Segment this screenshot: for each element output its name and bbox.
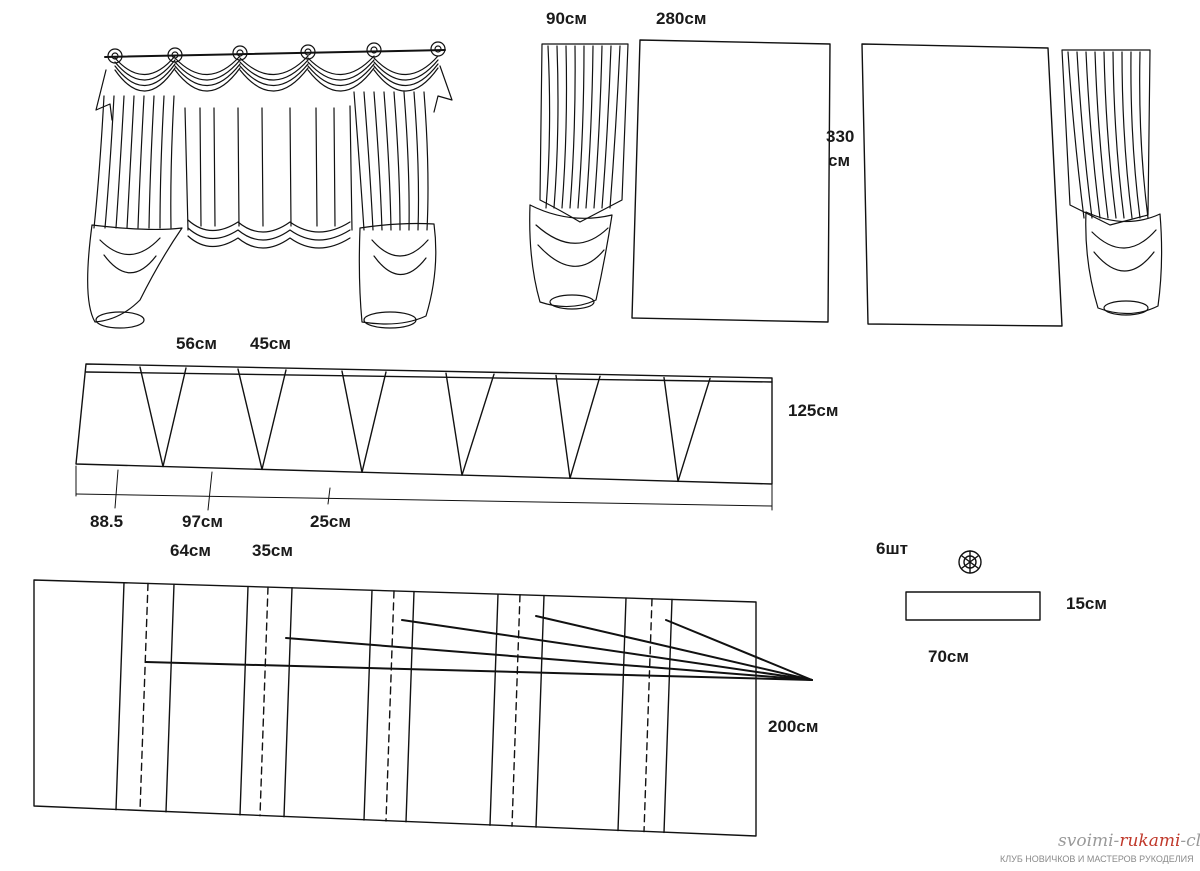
main-panel-rectangle-left — [631, 39, 831, 323]
side-panel-right — [1061, 49, 1163, 316]
label-swag-top-a: 56см — [176, 334, 217, 353]
label-pleat-top-a: 64см — [170, 541, 211, 560]
main-panel-rectangle-right — [861, 43, 1063, 327]
watermark-site-highlight: rukami — [1119, 831, 1180, 851]
label-swag-bottom-c: 25см — [310, 512, 351, 531]
swag-pattern — [75, 363, 773, 511]
svg-text:svoimi-rukami-club.ru: svoimi-rukami-club.ru — [1058, 831, 1200, 851]
watermark-site-prefix: svoimi- — [1058, 831, 1120, 851]
label-swag-height: 125см — [788, 401, 838, 420]
label-swag-bottom-b: 97см — [182, 512, 223, 531]
label-swag-bottom-a: 88.5 — [90, 512, 123, 531]
tieback-strip — [905, 591, 1041, 621]
label-pleat-top-b: 35см — [252, 541, 293, 560]
label-tieback-width: 70см — [928, 647, 969, 666]
side-panel-left — [529, 43, 629, 310]
label-side-panel-width: 90см — [546, 9, 587, 28]
watermark-site-suffix: -club.ru — [1180, 831, 1200, 851]
label-tieback-height: 15см — [1066, 594, 1107, 613]
site-watermark: svoimi-rukami-club.ru КЛУБ НОВИЧКОВ И МА… — [1000, 831, 1200, 864]
rosette-icon — [958, 550, 982, 574]
label-tieback-count: 6шт — [876, 539, 908, 558]
label-panel-height-unit: см — [828, 151, 850, 170]
label-pleat-height: 200см — [768, 717, 818, 736]
label-swag-top-b: 45см — [250, 334, 291, 353]
curtain-illustration — [87, 41, 453, 329]
pleated-panel-pattern — [33, 579, 813, 837]
watermark-tagline: КЛУБ НОВИЧКОВ И МАСТЕРОВ РУКОДЕЛИЯ — [1000, 854, 1194, 864]
label-main-panel-width: 280см — [656, 9, 706, 28]
label-panel-height-value: 330 — [826, 127, 854, 146]
